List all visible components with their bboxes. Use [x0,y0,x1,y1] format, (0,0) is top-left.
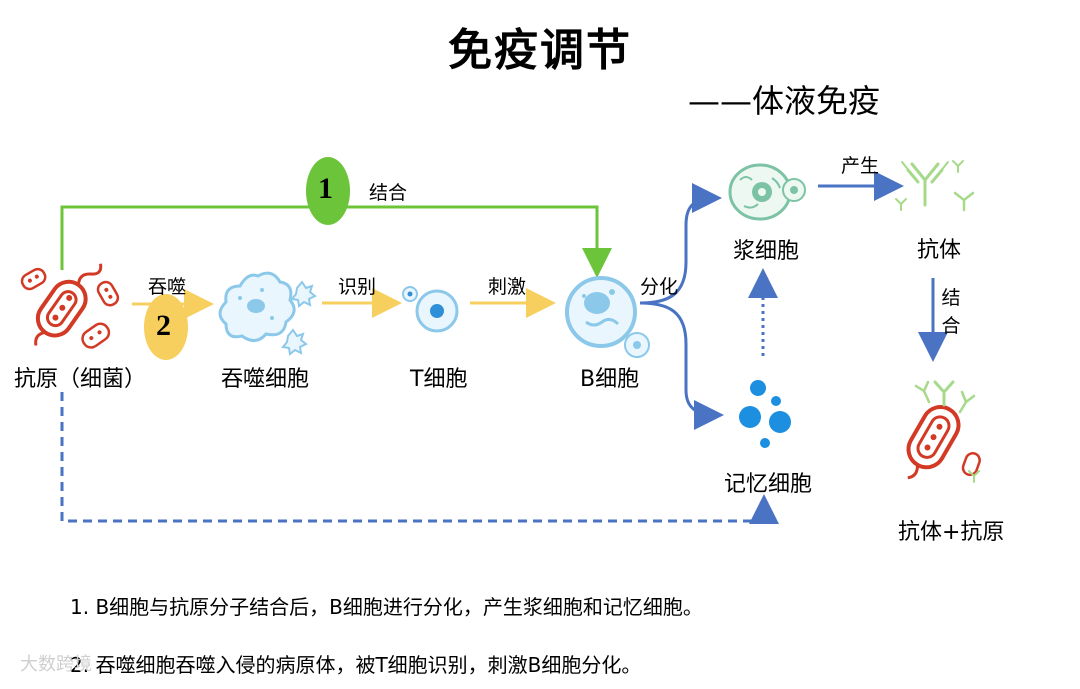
node-label-memory-cell: 记忆细胞 [724,472,813,497]
node-label-antigen: 抗原（细菌） [14,367,147,392]
t-cell-icon [402,286,459,333]
edge-label-bind-top: 结合 [369,182,408,204]
marker-2-badge [144,294,188,360]
node-label-antibody-antigen: 抗体+抗原 [898,520,1005,545]
memory-cell-icon [739,380,791,448]
diagram-subtitle: ——体液免疫 [688,82,881,120]
antibody-antigen-icon [906,380,981,483]
node-label-antibody: 抗体 [917,238,962,263]
node-label-plasma-cell: 浆细胞 [733,239,800,264]
marker-1-label: 1 [318,172,333,205]
edge-label-stimulate: 刺激 [488,276,527,298]
edge-label-differentiate: 分化 [640,276,679,298]
antigen-to-memory-arrow [60,392,779,524]
diagram-title: 免疫调节 [448,25,632,76]
edge-label-bind-vertical: 结合 [941,287,961,337]
antibody-icon [895,160,975,212]
marker-1-badge [306,157,350,225]
differentiate-arrow [639,183,724,430]
edge-label-produce: 产生 [841,155,880,177]
edge-label-phagocytose: 吞噬 [148,276,187,298]
watermark: 大数跨境 [20,654,92,675]
node-label-b-cell: B细胞 [580,367,640,392]
macrophage-icon [218,271,317,356]
edge-label-recognize: 识别 [338,276,377,298]
node-label-t-cell: T细胞 [410,367,468,392]
marker-2-label: 2 [156,309,171,342]
step-note-2: 2. 吞噬细胞吞噬入侵的病原体，被T细胞识别，刺激B细胞分化。 [70,653,642,677]
b-cell-icon [565,276,650,358]
bacteria-icon [20,263,120,349]
step-note-1: 1. B细胞与抗原分子结合后，B细胞进行分化，产生浆细胞和记忆细胞。 [70,595,703,619]
node-label-macrophage: 吞噬细胞 [221,367,310,392]
plasma-cell-icon [728,163,806,221]
